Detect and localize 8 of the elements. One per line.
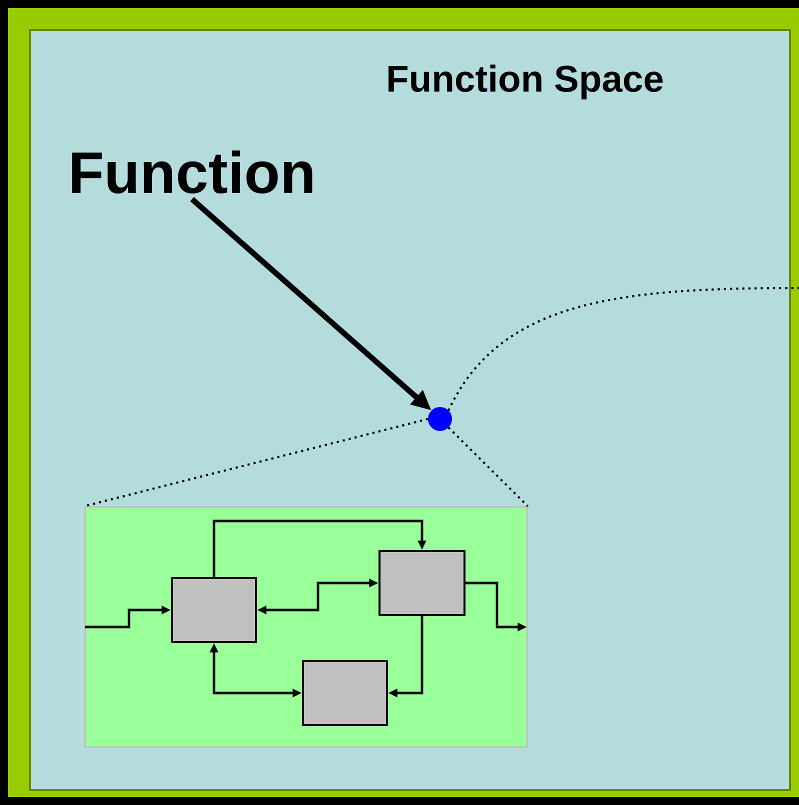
block-box — [171, 577, 257, 643]
connector-line — [448, 426, 529, 507]
block-box — [302, 660, 388, 726]
connector-line — [448, 286, 799, 412]
panel-title: Function Space — [388, 64, 663, 100]
label-text: Function — [72, 150, 312, 194]
block-box — [378, 550, 466, 616]
arrow — [212, 520, 426, 577]
